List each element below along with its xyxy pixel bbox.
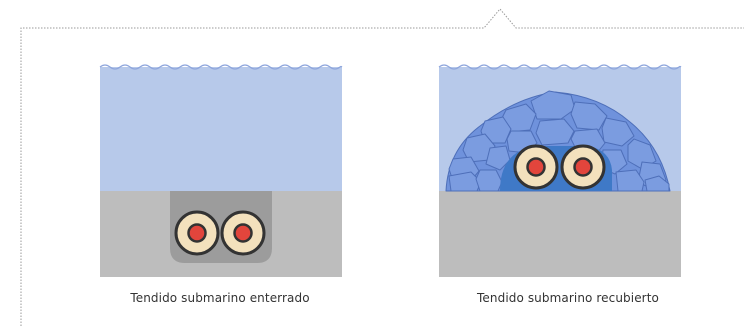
wave-line-left — [99, 64, 343, 70]
rock — [480, 116, 512, 144]
cable-left-2 — [220, 210, 266, 256]
cable-right-2 — [560, 144, 606, 190]
panel-covered — [438, 64, 682, 277]
caption-buried: Tendido submarino enterrado — [130, 291, 310, 305]
seabed-right — [439, 191, 681, 277]
cable-right-1 — [513, 144, 559, 190]
rock — [570, 101, 608, 131]
rock — [535, 118, 575, 146]
caption-covered: Tendido submarino recubierto — [477, 291, 659, 305]
wave-line-right — [438, 64, 682, 70]
water-left — [100, 67, 342, 191]
cable-left-1 — [174, 210, 220, 256]
rock — [601, 117, 635, 147]
rock — [475, 169, 503, 192]
rock — [485, 145, 511, 171]
rock — [615, 169, 645, 192]
rock-pile — [445, 90, 671, 192]
rock — [644, 175, 670, 192]
panel-buried — [99, 64, 343, 277]
